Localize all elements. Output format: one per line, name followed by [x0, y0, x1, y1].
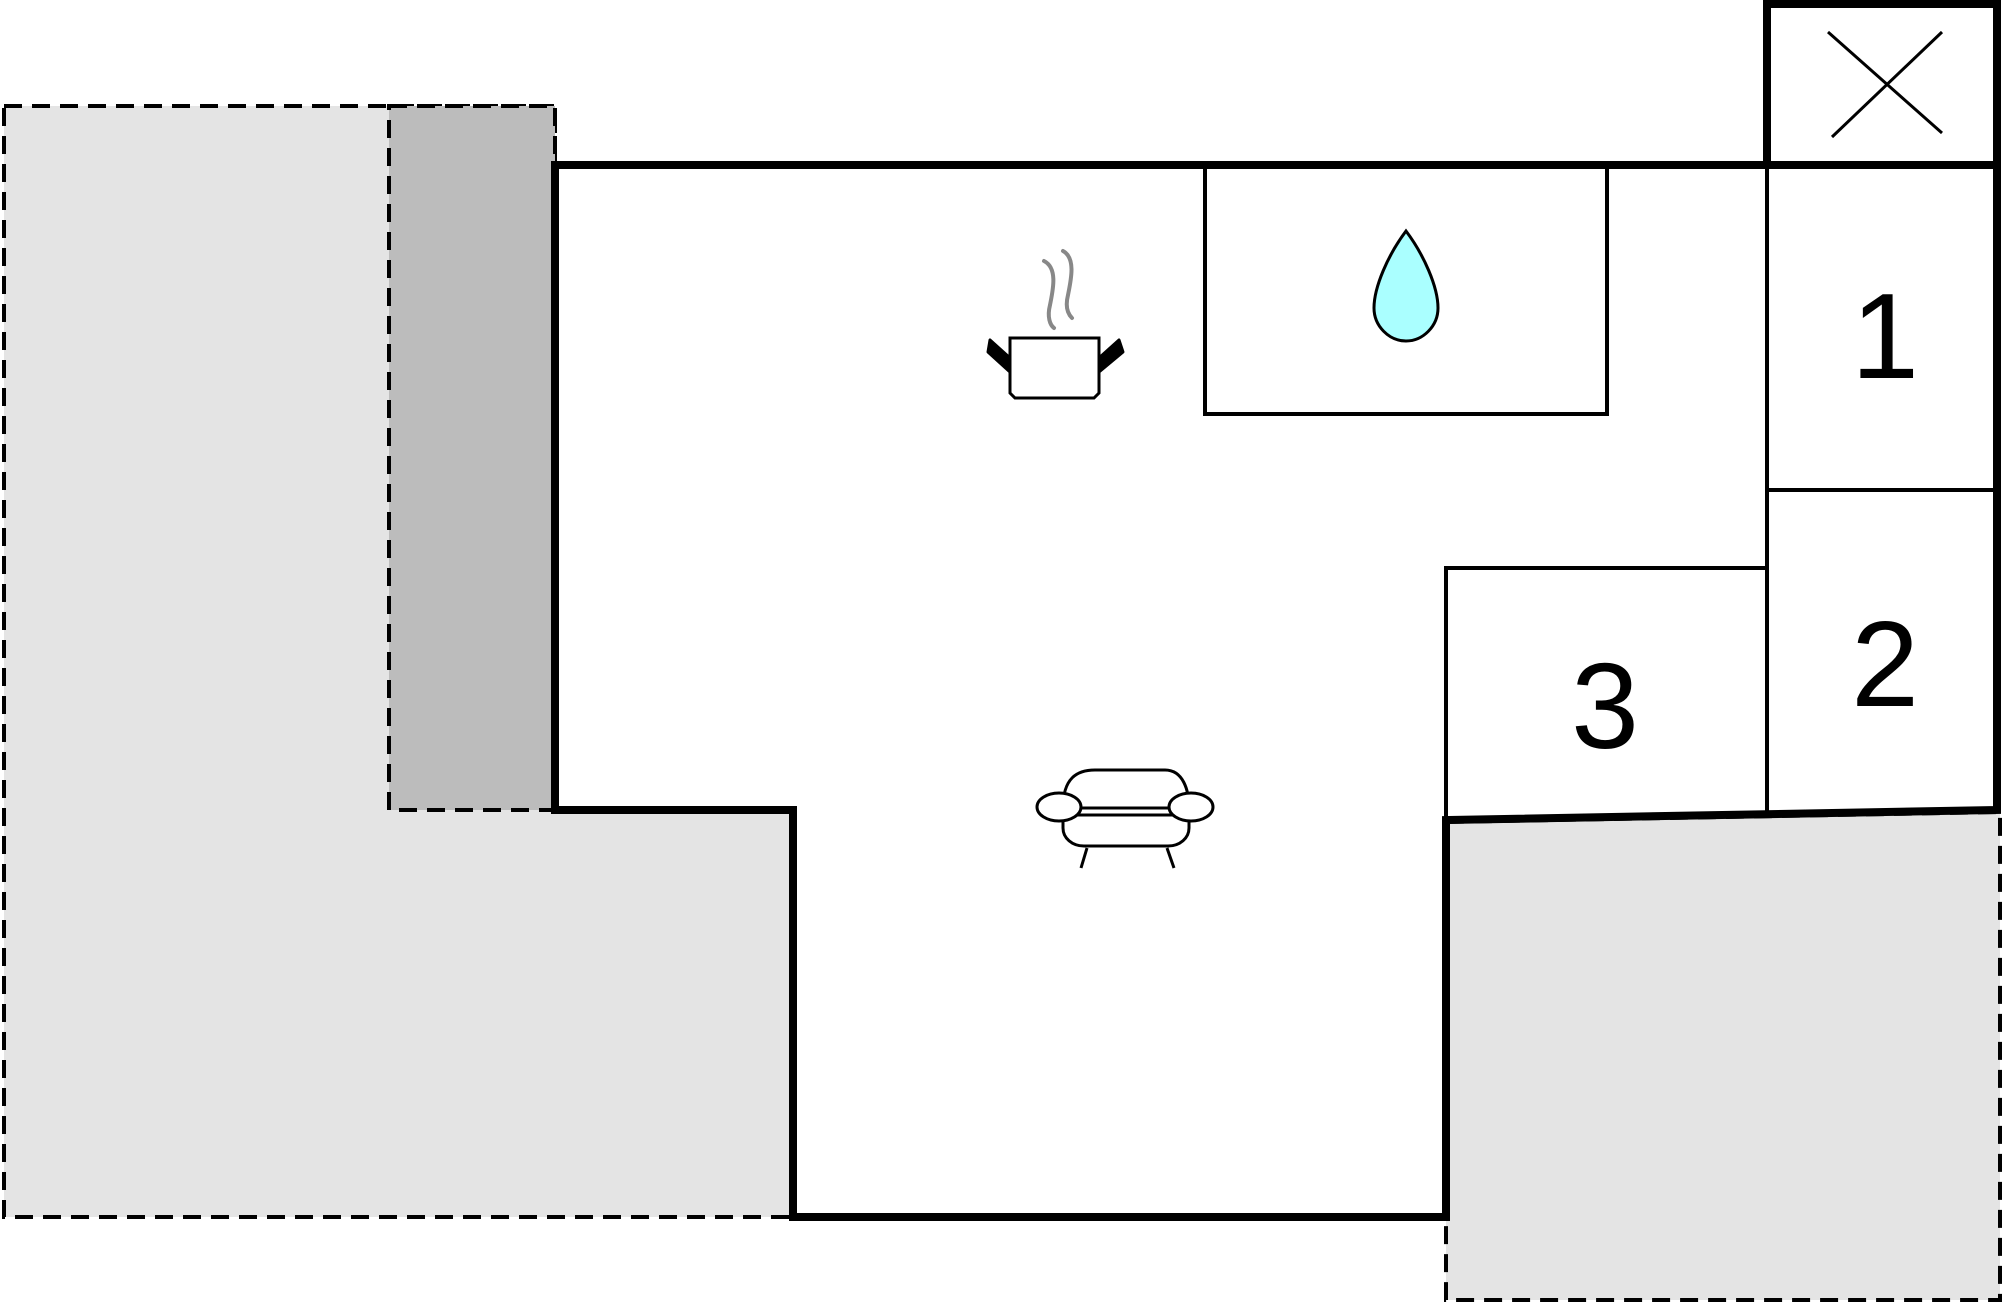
cross-icon [1827, 30, 1944, 139]
water-drop-icon [1372, 228, 1440, 343]
terrace-right [1444, 809, 2002, 1302]
sofa-icon [1035, 768, 1215, 869]
room-label-3: 3 [1571, 638, 1639, 774]
toilet-room [1763, 0, 2001, 169]
cooking-pot-icon [986, 249, 1125, 400]
bedroom-3-wall [1444, 566, 1767, 820]
bathroom [1203, 163, 1609, 416]
covered-terrace [387, 104, 557, 812]
room-label-2: 2 [1851, 596, 1919, 732]
house-outline [551, 161, 2001, 1221]
room-label-1: 1 [1851, 268, 1919, 404]
